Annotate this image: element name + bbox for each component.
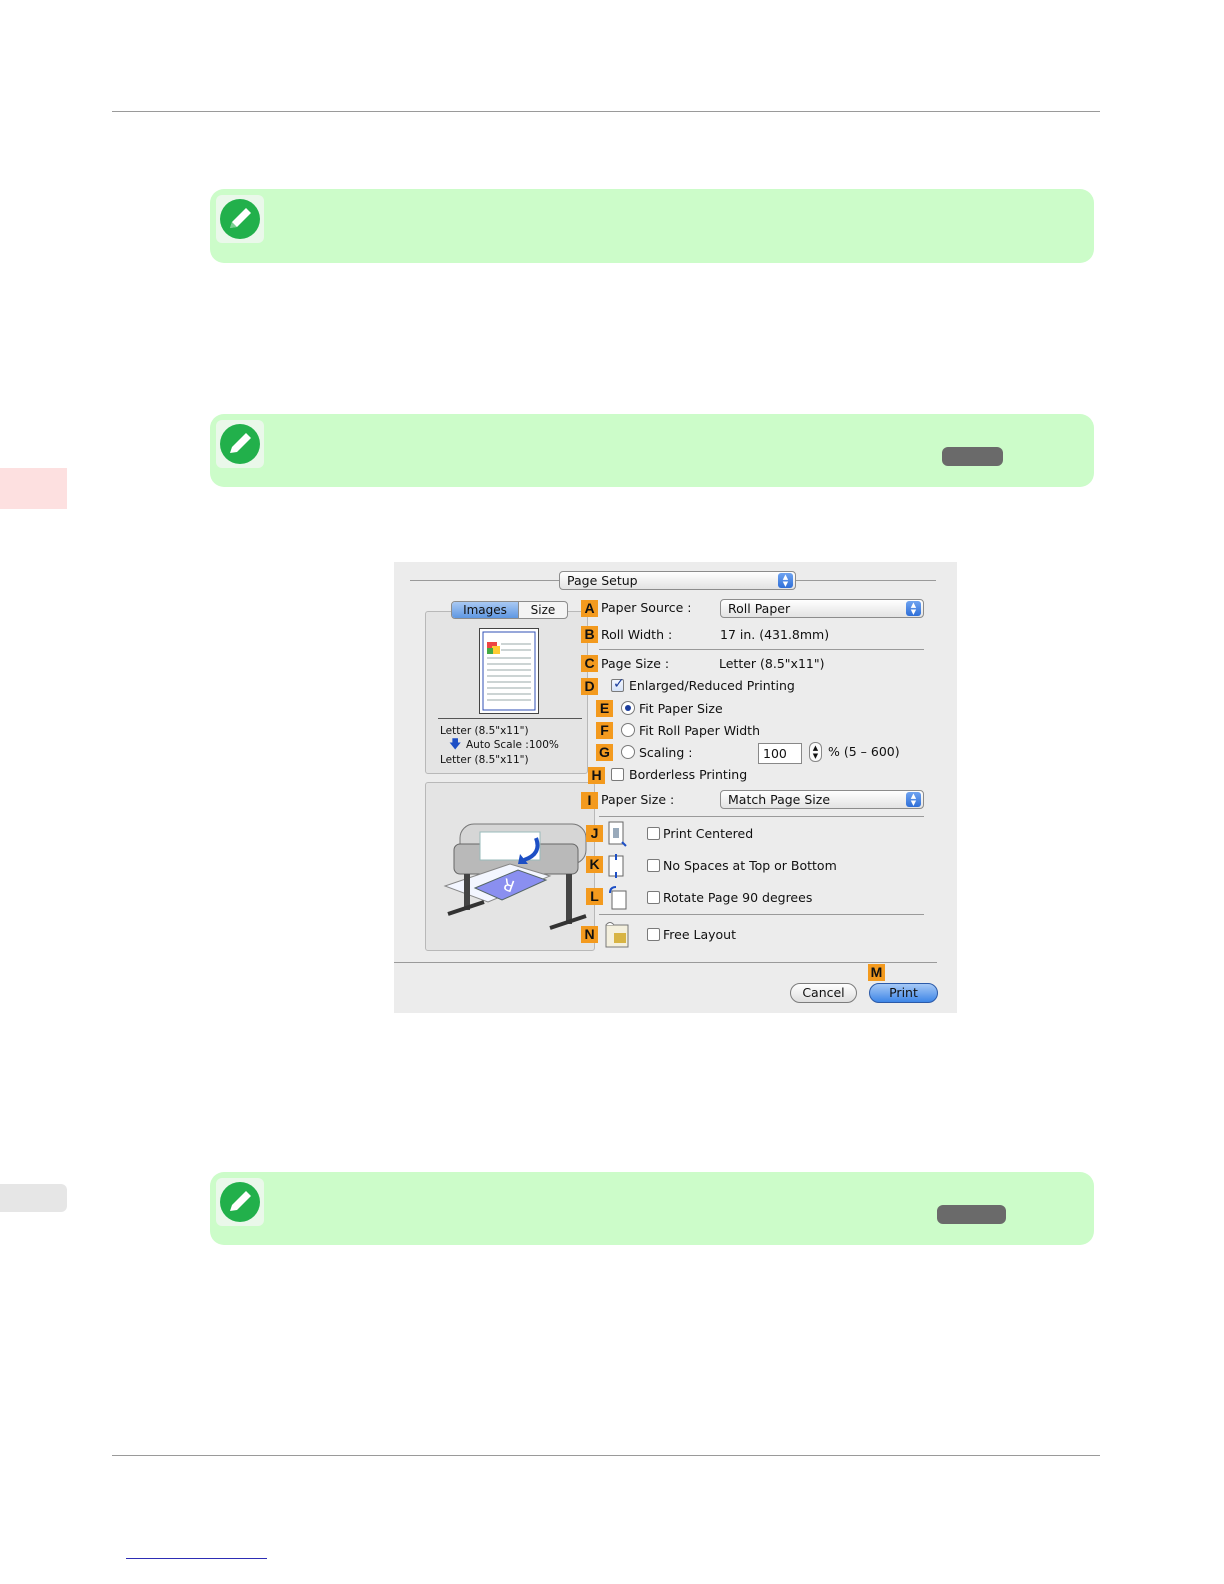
paper-source-popup[interactable]: Roll Paper ▲▼ (720, 599, 924, 618)
cancel-button[interactable]: Cancel (790, 983, 857, 1003)
reference-button[interactable] (937, 1205, 1006, 1224)
print-centered-label: Print Centered (663, 826, 754, 841)
chapter-tab-active (0, 468, 67, 509)
marker-g: G (596, 744, 613, 761)
paper-source-value: Roll Paper (728, 601, 791, 616)
marker-f: F (596, 722, 613, 739)
panel-popup-label: Page Setup (567, 573, 638, 588)
marker-c: C (581, 655, 598, 672)
borderless-label: Borderless Printing (629, 767, 748, 782)
page-size-value: Letter (8.5"x11") (719, 656, 825, 671)
preview-to-size: Letter (8.5"x11") (440, 754, 529, 766)
page-preview-icon (479, 628, 539, 714)
roll-width-label: Roll Width : (601, 627, 673, 642)
scaling-stepper[interactable]: ▲▼ (809, 742, 822, 762)
no-spaces-label: No Spaces at Top or Bottom (663, 858, 837, 873)
top-rule (112, 111, 1100, 112)
rotate-page-label: Rotate Page 90 degrees (663, 890, 813, 905)
fit-roll-paper-width-radio[interactable] (621, 723, 635, 737)
chapter-tab (0, 1184, 67, 1212)
fit-roll-paper-width-label: Fit Roll Paper Width (639, 723, 761, 738)
no-spaces-icon (608, 854, 624, 878)
marker-i: I (581, 792, 598, 809)
paper-size-label: Paper Size : (601, 792, 675, 807)
marker-h: H (588, 767, 605, 784)
page-setup-dialog: Page Setup ▲▼ Images Size Letter (8.5"x1… (394, 562, 957, 1013)
paper-size-popup[interactable]: Match Page Size ▲▼ (720, 790, 924, 809)
note-box-3 (210, 1172, 1094, 1245)
print-button[interactable]: Print (869, 983, 938, 1003)
free-layout-label: Free Layout (663, 927, 736, 942)
marker-a: A (581, 600, 598, 617)
fit-paper-size-label: Fit Paper Size (639, 701, 723, 716)
preview-scale-text: Auto Scale :100% (466, 739, 559, 751)
scaling-label: Scaling : (639, 745, 693, 760)
popup-arrows-icon: ▲▼ (906, 792, 921, 807)
scaling-radio[interactable] (621, 745, 635, 759)
button-bar-rule (394, 962, 937, 963)
header-rule-left (410, 580, 560, 581)
marker-m: M (868, 964, 885, 981)
no-spaces-checkbox[interactable] (647, 859, 660, 872)
arrow-down-icon: 🡇 (449, 737, 462, 751)
footer-link-underline[interactable] (126, 1558, 267, 1559)
roll-width-value: 17 in. (431.8mm) (720, 627, 830, 642)
rotate-page-icon (609, 886, 627, 910)
borderless-checkbox[interactable] (611, 768, 624, 781)
fit-paper-size-radio[interactable] (621, 701, 635, 715)
enlarged-reduced-checkbox[interactable] (611, 676, 625, 692)
note-box-2 (210, 414, 1094, 487)
header-rule-right (796, 580, 936, 581)
marker-j: J (586, 825, 603, 842)
tab-images[interactable]: Images (452, 602, 519, 618)
free-layout-icon (605, 922, 629, 948)
marker-n: N (581, 926, 598, 943)
marker-e: E (596, 700, 613, 717)
marker-k: K (586, 856, 603, 873)
print-centered-checkbox[interactable] (647, 827, 660, 840)
paper-source-label: Paper Source : (601, 600, 692, 615)
marker-l: L (586, 888, 603, 905)
page-size-label: Page Size : (601, 656, 670, 671)
panel-popup[interactable]: Page Setup ▲▼ (559, 571, 796, 590)
preview-from-size: Letter (8.5"x11") (440, 725, 529, 737)
pencil-icon (216, 420, 264, 468)
tab-size[interactable]: Size (530, 603, 556, 617)
bottom-rule (112, 1455, 1100, 1456)
divider (599, 816, 924, 817)
marker-b: B (581, 626, 598, 643)
divider (599, 914, 924, 915)
preview-rule (438, 718, 582, 719)
rotate-page-checkbox[interactable] (647, 891, 660, 904)
enlarged-reduced-label: Enlarged/Reduced Printing (629, 678, 795, 693)
printer-illustration: R (443, 823, 587, 930)
free-layout-checkbox[interactable] (647, 928, 660, 941)
scaling-range: % (5 – 600) (828, 744, 900, 759)
paper-size-value: Match Page Size (728, 792, 831, 807)
pencil-icon (216, 1178, 264, 1226)
reference-button[interactable] (942, 447, 1003, 466)
marker-d: D (581, 678, 598, 695)
view-tabs: Images Size (451, 601, 568, 619)
note-box-1 (210, 189, 1094, 263)
print-centered-icon (608, 821, 627, 847)
popup-arrows-icon: ▲▼ (906, 601, 921, 616)
scaling-input[interactable]: 100 (758, 743, 802, 764)
pencil-icon (216, 195, 264, 243)
popup-arrows-icon: ▲▼ (778, 573, 793, 588)
divider (599, 649, 924, 650)
